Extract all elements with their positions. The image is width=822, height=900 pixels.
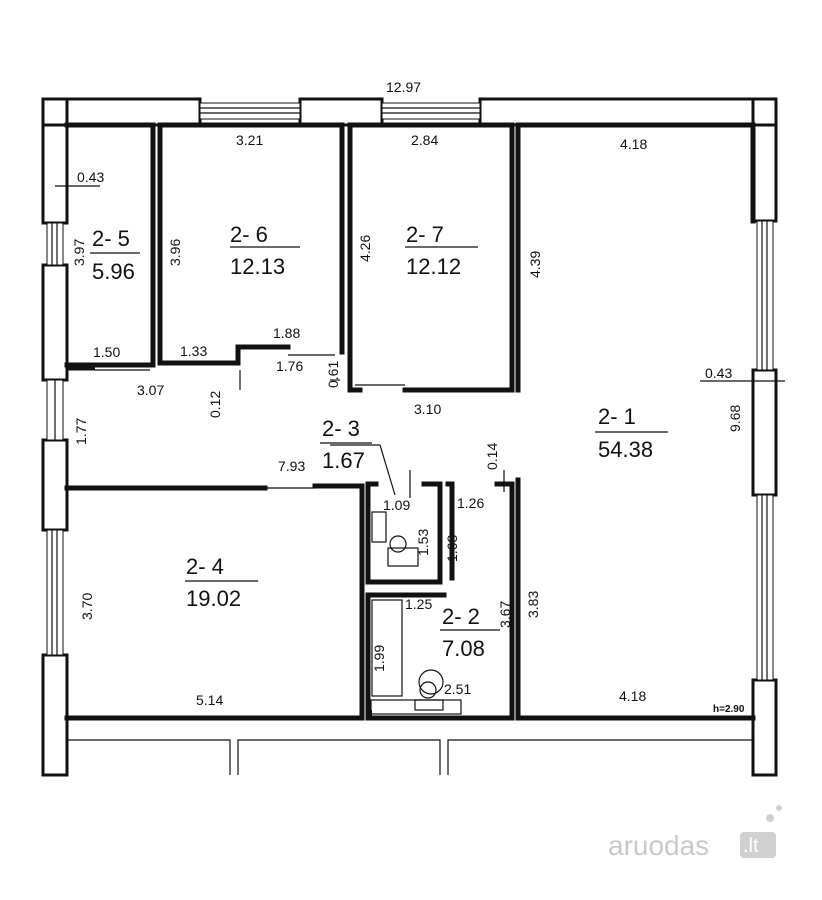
dim-label: 1.50 xyxy=(93,344,120,360)
dim-label: 3.96 xyxy=(167,239,183,266)
room-2-5-area: 5.96 xyxy=(92,259,135,284)
dimension-lines xyxy=(55,185,785,631)
room-2-3-id: 2- 3 xyxy=(322,416,360,441)
dim-label: 1.99 xyxy=(371,645,387,672)
room-labels: 2- 1 54.38 2- 2 7.08 2- 3 1.67 2- 4 19.0… xyxy=(92,222,653,661)
dim-label: 0.14 xyxy=(484,443,500,470)
dim-label: 1.33 xyxy=(180,343,207,359)
room-2-2-area: 7.08 xyxy=(442,636,485,661)
room-2-4-area: 19.02 xyxy=(186,586,241,611)
dim-label: 1.76 xyxy=(276,358,303,374)
room-2-3-area: 1.67 xyxy=(322,448,365,473)
watermark: aruodas .lt xyxy=(608,805,782,861)
dim-label: 3.70 xyxy=(79,593,95,620)
room-2-7-id: 2- 7 xyxy=(406,222,444,247)
dim-label: 3.67 xyxy=(497,601,513,628)
dim-label: 0.61 xyxy=(325,361,341,388)
dim-label: 3.83 xyxy=(525,591,541,618)
outer-walls xyxy=(41,97,778,777)
dim-label: 3.10 xyxy=(414,401,441,417)
room-2-2-id: 2- 2 xyxy=(442,604,480,629)
dim-label: 1.53 xyxy=(415,529,431,556)
dim-label: 9.68 xyxy=(727,405,743,432)
room-2-1-area: 54.38 xyxy=(598,437,653,462)
dim-label: 1.88 xyxy=(273,325,300,341)
dim-label: 4.18 xyxy=(619,688,646,704)
dim-label: 4.26 xyxy=(357,235,373,262)
room-2-4-id: 2- 4 xyxy=(186,554,224,579)
ceiling-height-note: h=2.90 xyxy=(713,704,745,715)
watermark-text: aruodas xyxy=(608,830,709,861)
dim-label: 7.93 xyxy=(278,458,305,474)
dim-label: 0.43 xyxy=(77,169,104,185)
dim-label: 2.84 xyxy=(411,132,438,148)
overall-width-label: 12.97 xyxy=(386,79,421,95)
dim-label: 2.51 xyxy=(444,681,471,697)
dim-label: 3.97 xyxy=(71,239,87,266)
dim-label: 5.14 xyxy=(196,692,223,708)
room-2-5-id: 2- 5 xyxy=(92,226,130,251)
room-2-7-area: 12.12 xyxy=(406,254,461,279)
room-2-1-id: 2- 1 xyxy=(598,404,636,429)
room-2-6-area: 12.13 xyxy=(230,254,285,279)
dim-label: 4.18 xyxy=(620,136,647,152)
dim-label: 0.43 xyxy=(705,365,732,381)
watermark-suffix: .lt xyxy=(743,835,759,857)
dim-label: 1.68 xyxy=(444,535,460,562)
dim-label: 1.25 xyxy=(405,596,432,612)
dim-label: 4.39 xyxy=(527,251,543,278)
room-2-6-id: 2- 6 xyxy=(230,222,268,247)
dim-label: 1.26 xyxy=(457,495,484,511)
dimension-labels: 12.97 0.43 3.97 1.50 3.21 3.96 1.33 1.88… xyxy=(71,79,745,715)
dim-label: 3.21 xyxy=(236,132,263,148)
interior-walls xyxy=(64,122,756,721)
dim-label: 1.77 xyxy=(73,418,89,445)
dim-label: 1.09 xyxy=(383,497,410,513)
dim-label: 0.12 xyxy=(207,391,223,418)
dim-label: 3.07 xyxy=(137,382,164,398)
